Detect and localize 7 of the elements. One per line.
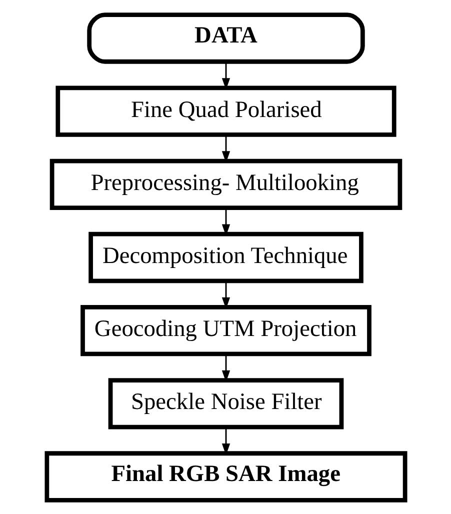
node-box: Decomposition Technique bbox=[88, 231, 363, 283]
node-box: Geocoding UTM Projection bbox=[80, 304, 371, 356]
node-box: Preprocessing- Multilooking bbox=[49, 158, 402, 210]
node-box: Speckle Noise Filter bbox=[108, 378, 344, 429]
node-box: Final RGB SAR Image bbox=[44, 450, 407, 502]
node-box: DATA bbox=[86, 12, 364, 64]
node-box: Fine Quad Polarised bbox=[55, 85, 396, 136]
